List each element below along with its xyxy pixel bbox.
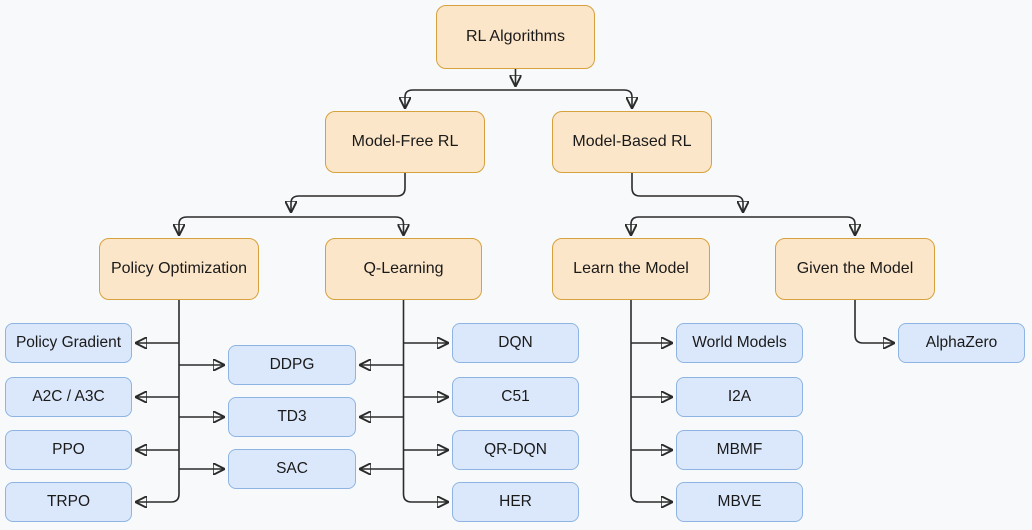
- node-alphazero: AlphaZero: [898, 323, 1025, 363]
- node-td3: TD3: [228, 397, 356, 437]
- node-model-free-rl: Model-Free RL: [325, 111, 485, 173]
- node-a2c-a3c: A2C / A3C: [5, 377, 132, 417]
- edge-model-free-stub: [291, 173, 406, 211]
- node-mbmf: MBMF: [676, 430, 803, 470]
- node-dqn: DQN: [452, 323, 579, 363]
- node-policy-optimization: Policy Optimization: [99, 238, 259, 300]
- edge-q-to-her: [402, 300, 448, 502]
- node-qr-dqn: QR-DQN: [452, 430, 579, 470]
- node-i2a: I2A: [676, 377, 803, 417]
- node-ddpg: DDPG: [228, 345, 356, 385]
- node-mbve: MBVE: [676, 482, 803, 522]
- node-sac: SAC: [228, 449, 356, 489]
- edge-policy-to-trpo: [137, 300, 180, 502]
- edge-given-to-alphazero: [854, 300, 893, 343]
- edge-model-free-to-policy-optimization: [179, 216, 291, 234]
- node-policy-gradient: Policy Gradient: [5, 323, 132, 363]
- node-ppo: PPO: [5, 430, 132, 470]
- node-c51: C51: [452, 377, 579, 417]
- edge-root-to-model-free: [405, 89, 516, 107]
- edge-model-free-to-q-learning: [291, 216, 404, 234]
- edge-model-based-to-given-model: [743, 216, 855, 234]
- node-trpo: TRPO: [5, 482, 132, 522]
- node-her: HER: [452, 482, 579, 522]
- node-world-models: World Models: [676, 323, 803, 363]
- edge-model-based-stub: [631, 173, 743, 211]
- node-rl-algorithms: RL Algorithms: [436, 5, 595, 69]
- edge-root-to-model-based: [515, 89, 633, 107]
- edge-model-based-to-learn-model: [631, 216, 743, 234]
- node-learn-the-model: Learn the Model: [552, 238, 710, 300]
- node-q-learning: Q-Learning: [325, 238, 482, 300]
- edge-learn-to-mbve: [630, 300, 671, 502]
- node-model-based-rl: Model-Based RL: [552, 111, 712, 173]
- node-given-the-model: Given the Model: [775, 238, 935, 300]
